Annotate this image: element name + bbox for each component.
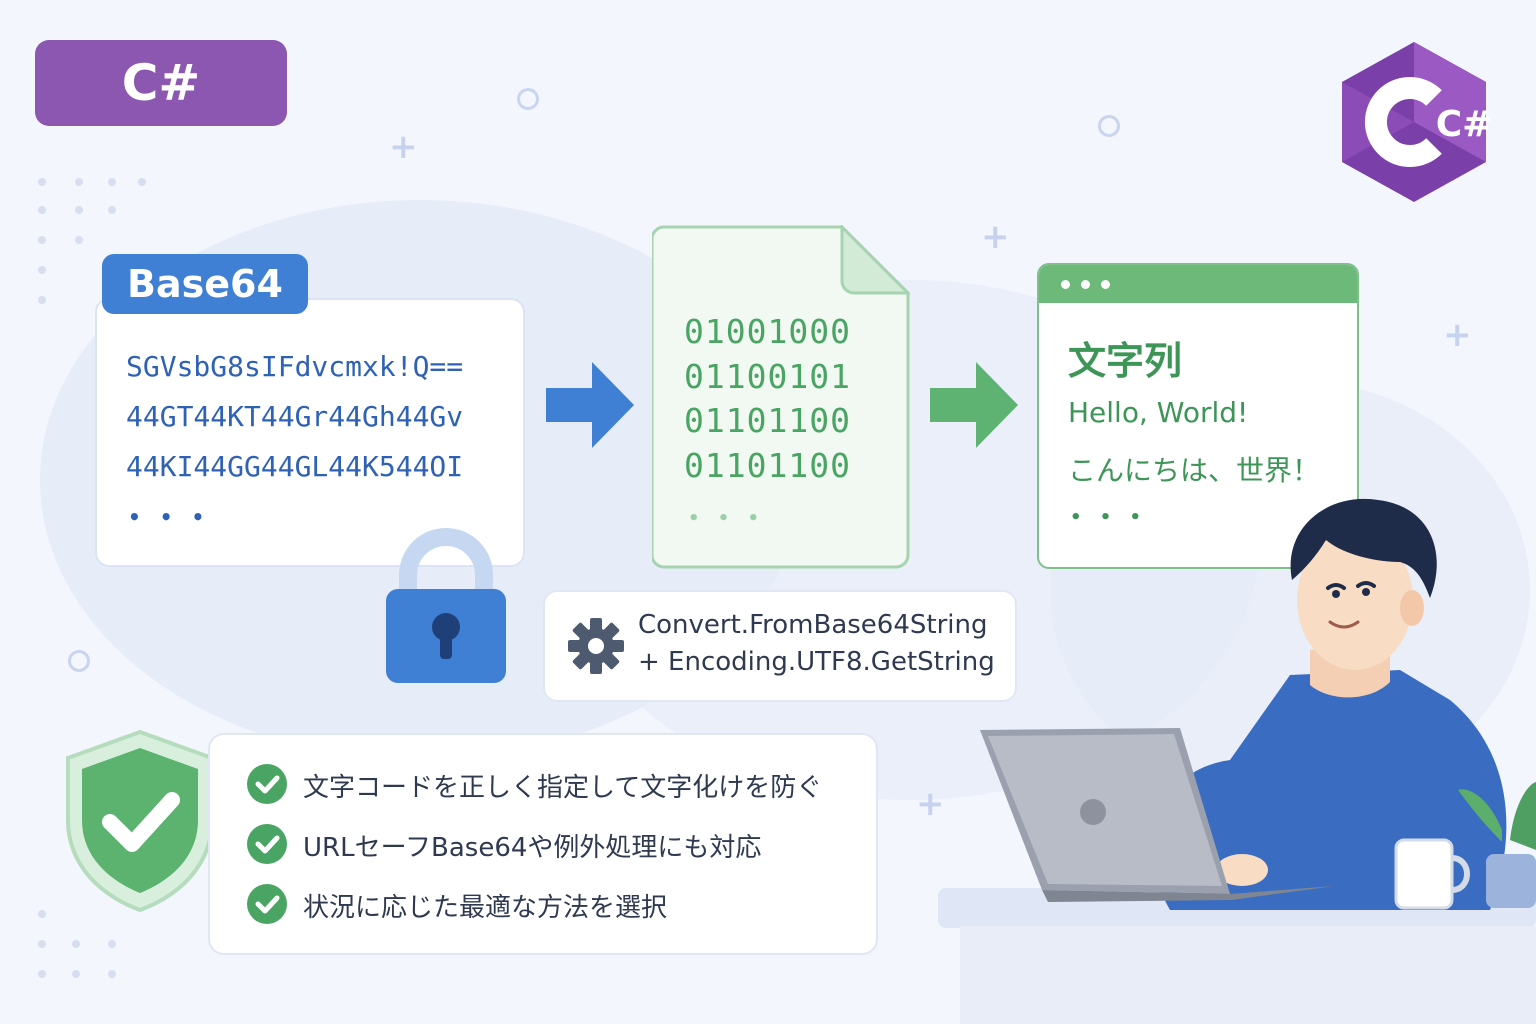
base64-line: SGVsbG8sIFdvcmxk!Q== [126,350,464,383]
window-dot-icon [1061,280,1070,289]
decor-dot [38,940,46,948]
binary-line: 01101100 [684,446,851,485]
gear-icon [568,618,624,674]
lock-icon [386,528,506,683]
binary-line: 01101100 [684,401,851,440]
string-line: こんにちは、世界！ [1068,454,1321,487]
language-tag: C# [35,40,287,126]
arrow-right-icon [546,362,634,448]
decor-dot [38,266,46,274]
method-line-1: Convert.FromBase64String [638,610,988,640]
person-face [1297,530,1413,670]
string-ellipsis: • • • [1070,507,1148,528]
decor-dot [38,178,46,186]
window-dot-icon [1081,280,1090,289]
binary-line: 01001000 [684,312,851,351]
decor-dot [72,940,80,948]
decor-dot [38,236,46,244]
decor-dot [72,970,80,978]
mug-icon [1394,838,1454,910]
feature-item: 状況に応じた最適な方法を選択 [303,893,668,923]
string-line: Hello, World! [1068,396,1249,429]
decor-ring [68,650,90,672]
features-card [208,733,878,955]
decor-plus: + [916,784,945,824]
decor-plus: + [389,127,418,167]
decor-dot [38,296,46,304]
shield-check-icon [66,729,214,913]
window-dot-icon [1101,280,1110,289]
check-circle-icon [247,884,287,924]
base64-card [95,298,525,567]
decor-dot [138,178,146,186]
csharp-logo-icon: C# [1342,42,1490,202]
decor-dot [75,236,83,244]
check-circle-icon [247,824,287,864]
feature-item: URLセーフBase64や例外処理にも対応 [303,833,762,863]
string-title: 文字列 [1068,339,1183,383]
decor-dot [108,178,116,186]
arrow-right-icon [930,362,1018,448]
decor-dot [108,940,116,948]
string-output-window [1037,263,1359,569]
binary-ellipsis: • • • [688,508,766,529]
check-circle-icon [247,764,287,804]
decor-dot [75,206,83,214]
window-titlebar [1039,265,1357,303]
laptop-logo-icon [1080,799,1106,825]
decor-ring [517,88,539,110]
decor-dot [38,970,46,978]
decor-dot [108,970,116,978]
person-with-laptop-illustration [938,498,1536,1024]
binary-line: 01100101 [684,357,851,396]
base64-line: 44KI44GG44GL44K544OI [126,450,464,483]
csharp-logo-text: C# [1436,104,1490,145]
binary-document-icon [652,225,910,569]
person-hair [1290,498,1437,598]
decor-dot [38,910,46,918]
decor-dot [38,206,46,214]
decor-dot [108,206,116,214]
decor-dot [75,178,83,186]
decor-plus: + [981,217,1010,257]
feature-item: 文字コードを正しく指定して文字化けを防ぐ [303,773,823,803]
decor-plus: + [1443,315,1472,355]
base64-tag: Base64 [102,254,308,314]
base64-line: 44GT44KT44Gr44Gh44Gv [126,400,464,433]
method-line-2: + Encoding.UTF8.GetString [638,647,995,677]
base64-ellipsis: • • • [128,505,211,529]
method-card [543,590,1017,702]
decor-ring [1098,115,1120,137]
plant-icon [1458,789,1502,842]
